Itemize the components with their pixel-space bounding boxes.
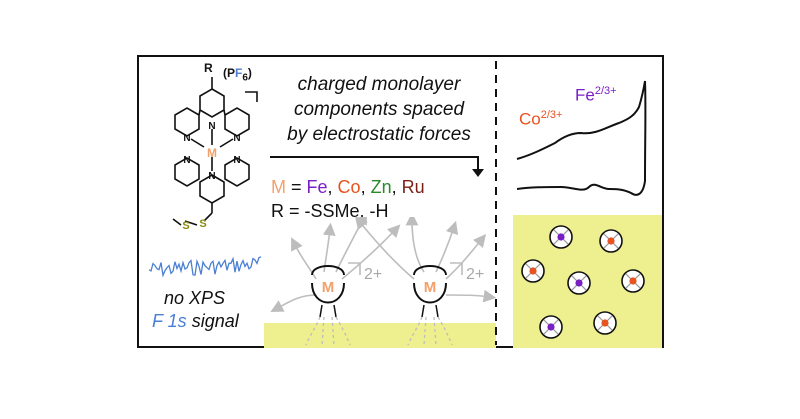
cation-right (413, 262, 463, 318)
substrate-surface (264, 323, 496, 348)
metal-co: Co (337, 177, 361, 197)
left-pyridine-top (174, 107, 200, 137)
metal-fe: Fe (306, 177, 328, 197)
f1s-signal-text: F 1s signal (152, 310, 239, 332)
panel-divider (495, 61, 497, 345)
n-atom-top: N (208, 121, 215, 132)
caption-line-3: by electrostatic forces (287, 124, 471, 145)
cyclic-voltammogram (516, 80, 647, 196)
n-atom-right-top: N (233, 133, 240, 144)
adsorbed-complex (593, 311, 617, 335)
co-oxidation-states: 2/3+ (540, 109, 563, 121)
n-atom-left-top: N (183, 133, 190, 144)
adsorbed-complex (621, 269, 645, 293)
adsorbed-complex (599, 229, 623, 253)
n-atom-left-bottom: N (183, 155, 190, 166)
terpyridine-complex-structure: N N N N N N M S S (172, 77, 258, 232)
r-composition-line: R = -SSMe, -H (271, 201, 389, 221)
counterion-fluorine: F (235, 66, 243, 80)
counterion-bracket (245, 91, 258, 102)
counterion-label: (PF6) (223, 66, 252, 83)
caption-arrow (270, 156, 484, 177)
sulfur-label-1: S (199, 218, 206, 230)
adsorbed-monolayer-view (513, 215, 662, 348)
caption-line-2: components spaced (293, 99, 465, 120)
co-symbol: Co (519, 109, 541, 129)
metal-composition-line: M = Fe, Co, Zn, Ru (271, 175, 425, 199)
metal-zn: Zn (370, 177, 392, 197)
graphical-abstract-frame: N N N N N N M S S R (PF6) no XPS F 1s si… (137, 55, 664, 348)
equals-sign: = (286, 177, 307, 197)
surface-schematic: M M 2+ 2+ (264, 217, 496, 348)
fe-symbol: Fe (575, 85, 595, 105)
no-xps-text: no XPS (164, 288, 226, 308)
n-atom-bottom: N (208, 171, 215, 182)
counterion-open: (P (223, 66, 235, 80)
adsorbed-complex (567, 271, 591, 295)
central-pyridine-top (199, 88, 225, 118)
cation-right-metal: M (424, 279, 437, 296)
cation-left-metal: M (322, 279, 335, 296)
adsorbed-complex (549, 225, 573, 249)
counterion-subscript: 6 (242, 72, 248, 84)
metal-ru: Ru (401, 177, 425, 197)
right-pyridine-bottom (224, 157, 250, 187)
cv-trace (516, 80, 647, 196)
xps-noise-trace (149, 256, 262, 278)
co-redox-label: Co2/3+ (519, 109, 562, 130)
sulfur-label-2: S (182, 220, 189, 232)
counterion-close: ) (247, 66, 252, 80)
separator-3: , (391, 177, 402, 197)
caption-block: charged monolayer components spaced by e… (269, 72, 489, 147)
n-atom-right-bottom: N (233, 155, 240, 166)
signal-label: signal (186, 311, 239, 331)
fe-redox-label: Fe2/3+ (575, 85, 617, 106)
f1s-label: F 1s (152, 311, 187, 331)
separator-1: , (327, 177, 338, 197)
right-pyridine-top (224, 107, 250, 137)
cation-left-charge: 2+ (364, 266, 382, 283)
metal-center-label: M (207, 146, 217, 160)
adsorbed-complex (539, 315, 563, 339)
surface-tethers (305, 316, 453, 346)
m-symbol: M (271, 177, 286, 197)
cation-right-charge: 2+ (466, 266, 484, 283)
adsorbed-complex (521, 259, 545, 283)
separator-2: , (360, 177, 371, 197)
left-pyridine-bottom (174, 157, 200, 187)
caption-line-1: charged monolayer (297, 74, 461, 95)
fe-oxidation-states: 2/3+ (594, 85, 617, 97)
cation-left (311, 262, 361, 318)
r-substituent-label: R (204, 61, 213, 75)
